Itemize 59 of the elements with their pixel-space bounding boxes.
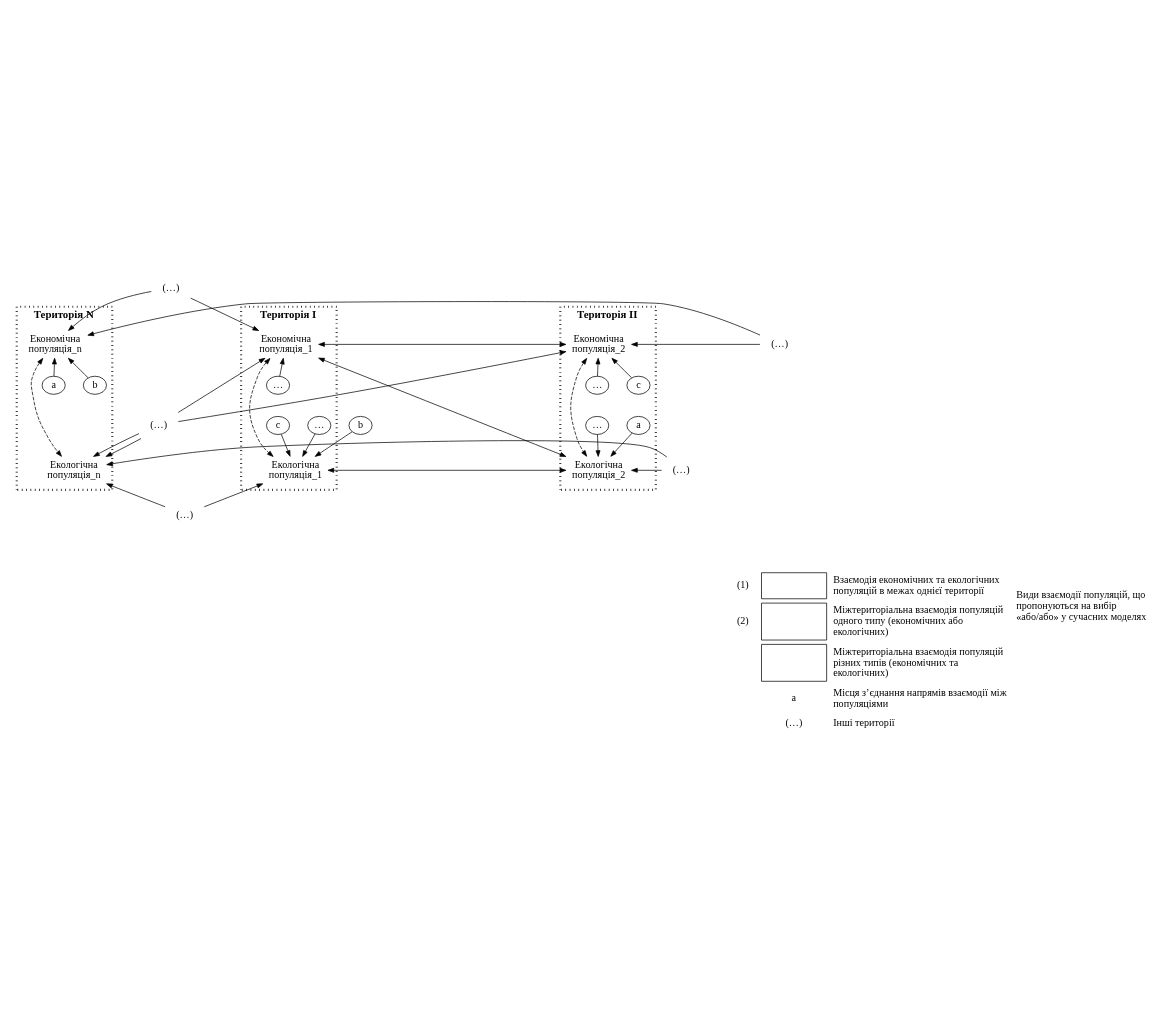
node-text: Економічна популяція_n <box>28 332 82 354</box>
node-text: (…) <box>672 463 690 475</box>
arrow <box>177 357 266 413</box>
node-text: (…) <box>162 281 180 293</box>
node-ellipse: c <box>626 375 651 395</box>
arrow <box>610 432 633 457</box>
arrow <box>570 357 588 457</box>
node-text: (…) <box>771 337 789 349</box>
node-text: Економічна популяція_2 <box>572 332 626 354</box>
label: a <box>791 691 797 703</box>
arrow <box>595 357 601 377</box>
arrow <box>318 357 567 457</box>
node-ellipse: … <box>585 375 610 395</box>
node-ellipse: … <box>266 375 290 395</box>
node-ellipse: a <box>626 415 651 435</box>
arrow <box>93 432 140 457</box>
node-ellipse: b <box>83 375 107 395</box>
arrow <box>52 357 57 377</box>
node-text: Екологічна популяція_1 <box>268 458 323 480</box>
arrow <box>631 467 662 473</box>
label: (…) <box>785 716 803 728</box>
node-text: Екологічна популяція_2 <box>572 458 626 480</box>
arrow <box>249 357 274 457</box>
arrow <box>611 357 632 378</box>
arrow <box>280 433 291 457</box>
arrow <box>631 341 761 347</box>
arrow <box>105 437 142 457</box>
arrow <box>106 482 166 507</box>
node-ellipse: … <box>307 415 332 435</box>
legend-label: Міжтериторіальна взаємодія популяцій різних типів (економічних та екологічних) <box>833 645 1004 678</box>
arrow <box>327 467 567 473</box>
legend-label: Місця з’єднання напрямів взаємодії між популяціями <box>833 686 1007 709</box>
arrow <box>279 357 285 377</box>
legend-label: Інші території <box>833 716 895 728</box>
node-text: Екологічна популяція_n <box>47 458 101 480</box>
node-text: Економічна популяція_1 <box>259 332 313 354</box>
arrow <box>302 433 316 457</box>
label: (2) <box>736 614 749 626</box>
arrow <box>68 357 89 378</box>
legend-label: Міжтериторіальна взаємодія популяцій одного типу (економічних або екологічних) <box>833 603 1004 637</box>
node-text: (…) <box>150 418 168 430</box>
arrow <box>87 300 761 336</box>
arrow <box>30 357 62 457</box>
node-ellipse: c <box>266 415 290 435</box>
label: (1) <box>736 578 749 590</box>
label: Види взаємодії популяцій, що пропонуються на вибір «або/або» у сучасних моделях <box>1016 588 1147 622</box>
legend-label: Взаємодія економічних та екологічних популяцій в межах однієї території <box>833 573 1000 596</box>
arrow <box>595 433 601 457</box>
arrow <box>106 439 668 466</box>
arrow <box>68 290 152 331</box>
node-text: (…) <box>176 508 194 520</box>
arrow <box>203 482 264 507</box>
arrow <box>190 297 260 331</box>
arrow <box>318 341 567 347</box>
node-ellipse: b <box>348 415 373 435</box>
arrow <box>178 349 567 422</box>
node-ellipse: a <box>41 375 66 395</box>
node-ellipse: … <box>585 415 610 435</box>
arrow <box>314 430 353 457</box>
